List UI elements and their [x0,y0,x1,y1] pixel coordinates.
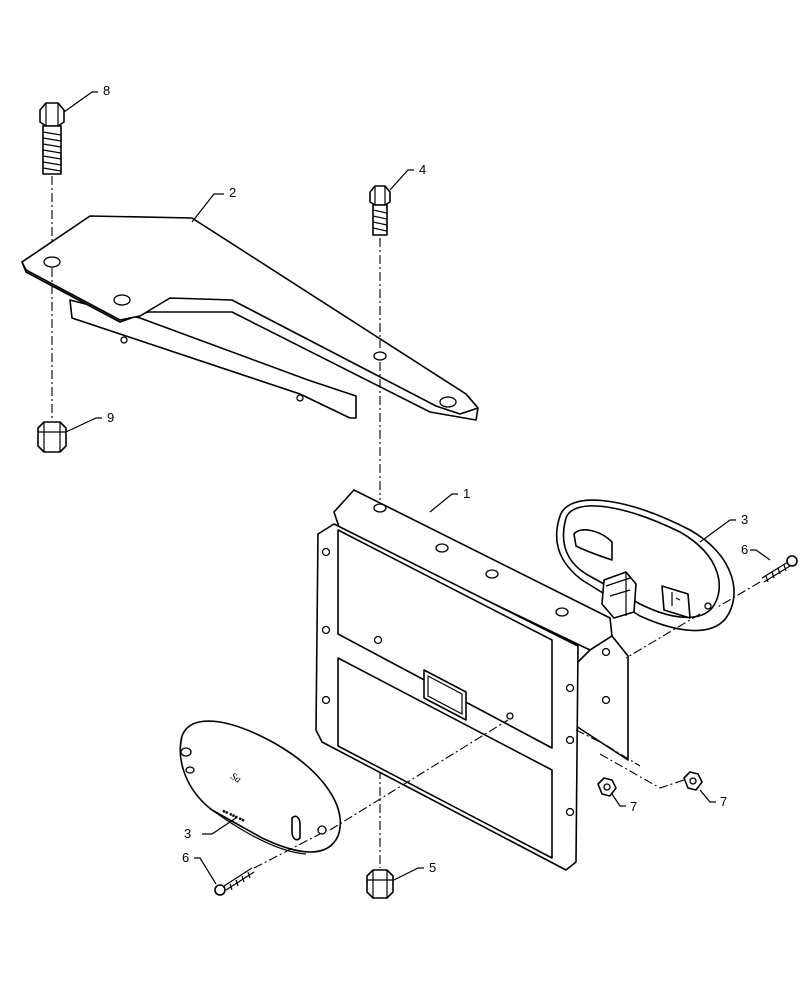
screw-6-right [761,555,798,583]
nut-7-left [597,777,617,797]
callout-6-right: 6 [741,542,748,557]
screw-6-left [214,867,255,896]
callout-8: 8 [103,83,110,98]
callout-4: 4 [419,162,426,177]
centerline-screw-6-left [253,833,321,869]
light-3-left: Sa ■■ ■■■ ■■ [179,720,342,855]
centerline-screw-6-right [715,581,761,609]
callout-6-left: 6 [182,850,189,865]
bolt-4 [369,185,391,236]
bracket-2 [21,215,479,421]
leader-lines [63,91,771,885]
nut-7-right [683,771,703,791]
nut-9 [37,421,67,453]
light-3-right [555,499,735,632]
callout-3-left: 3 [184,826,191,841]
callout-7-left: 7 [630,799,637,814]
hidden-lines [575,729,691,789]
centerline-light-3-right [625,613,701,659]
callout-9: 9 [107,410,114,425]
centerline-light-3-left [329,719,509,831]
callout-3-right: 3 [741,512,748,527]
mount-plate-1 [315,489,629,871]
bolt-8 [39,102,65,175]
callout-1: 1 [463,486,470,501]
light-brand-mark: Sa [229,771,243,786]
nut-5 [366,869,394,899]
callout-5: 5 [429,860,436,875]
callout-2: 2 [229,185,236,200]
callout-7-right: 7 [720,794,727,809]
